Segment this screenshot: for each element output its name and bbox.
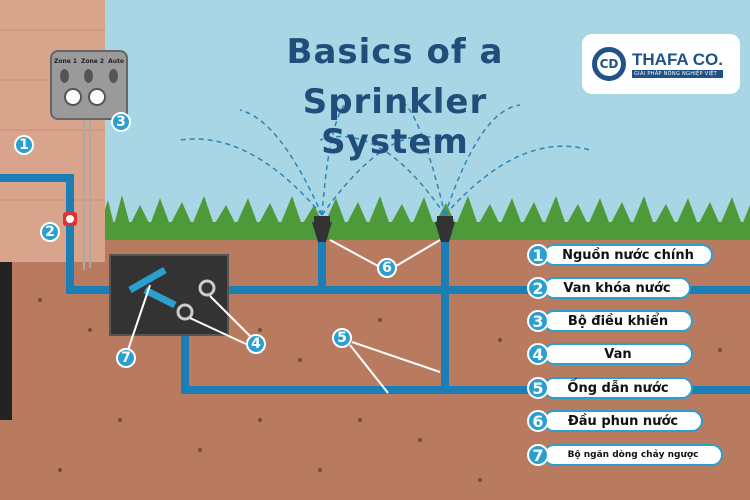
sprinkler-heads: [312, 216, 455, 242]
callout-6: 6: [377, 258, 397, 278]
logo: CD THAFA CO. GIẢI PHÁP NÔNG NGHIỆP VIỆT: [582, 34, 740, 94]
callout-3: 3: [111, 112, 131, 132]
legend-badge: 1: [527, 244, 549, 266]
legend-label: Van: [543, 343, 693, 365]
backflow-preventer: [128, 266, 177, 309]
callout-4: 4: [246, 334, 266, 354]
logo-mark-icon: CD: [592, 47, 626, 81]
callout-2: 2: [40, 222, 60, 242]
clock-icon: [64, 88, 82, 106]
logo-name: THAFA CO.: [632, 50, 723, 69]
callout-1: 1: [14, 135, 34, 155]
callout-7: 7: [116, 348, 136, 368]
logo-tagline: GIẢI PHÁP NÔNG NGHIỆP VIỆT: [632, 70, 723, 78]
shutoff-valve-icon: [63, 212, 77, 226]
controller-wires: [83, 120, 91, 270]
legend-label: Bộ ngăn dòng chảy ngược: [543, 444, 723, 466]
knob-icon: [109, 69, 119, 83]
knob-icon: [84, 69, 94, 83]
auto-label: Auto: [108, 58, 124, 65]
grass: [100, 195, 750, 240]
title-line-1: Basics of a: [286, 32, 504, 72]
callout-5: 5: [332, 328, 352, 348]
legend-badge: 2: [527, 277, 549, 299]
knob-icon: [59, 69, 69, 83]
legend-badge: 3: [527, 310, 549, 332]
clock-icon: [88, 88, 106, 106]
legend-label: Ống dẫn nước: [543, 377, 693, 399]
legend-label: Đầu phun nước: [543, 410, 703, 432]
zone1-label: Zone 1: [53, 58, 78, 65]
valve-icons: [176, 279, 216, 321]
legend-badge: 5: [527, 377, 549, 399]
title-line-2: Sprinkler System: [302, 82, 488, 162]
sprays: [179, 99, 591, 216]
legend-badge: 7: [527, 444, 549, 466]
leader-lines: [127, 239, 441, 394]
legend-label: Van khóa nước: [543, 277, 691, 299]
controller: Zone 1 Zone 2 Auto: [50, 50, 128, 120]
legend-label: Nguồn nước chính: [543, 244, 713, 266]
zone2-label: Zone 2: [81, 58, 105, 65]
house-wall: [0, 0, 105, 262]
foundation: [0, 262, 12, 420]
legend-badge: 4: [527, 343, 549, 365]
legend-badge: 6: [527, 410, 549, 432]
legend-label: Bộ điều khiển: [543, 310, 693, 332]
